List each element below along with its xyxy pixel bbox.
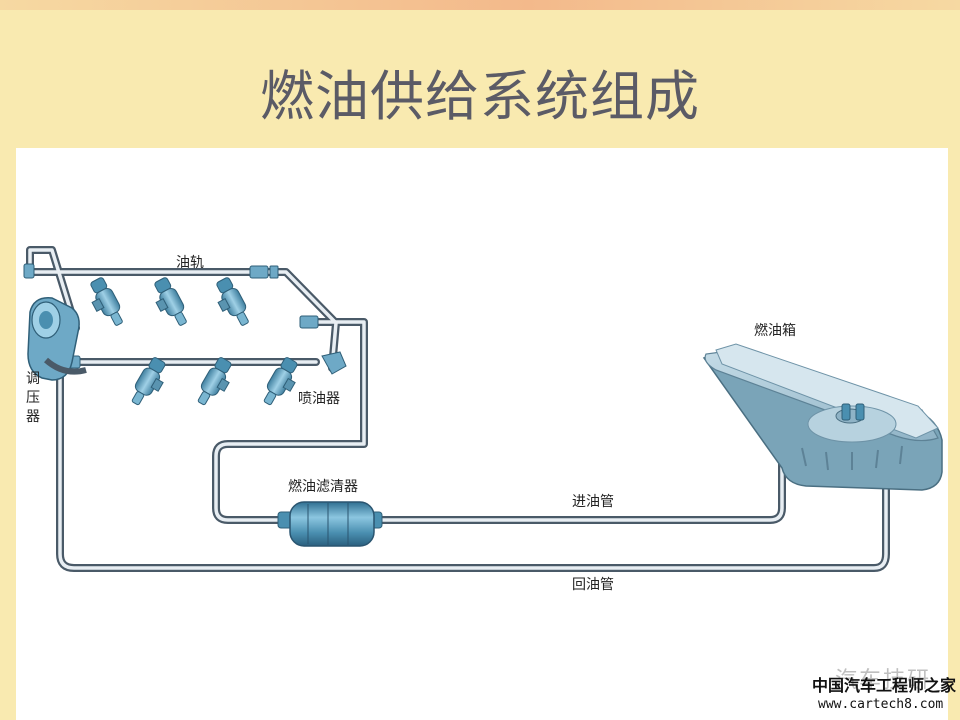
injector-upper-1 xyxy=(90,277,123,326)
label-supply-line: 进油管 xyxy=(572,494,614,510)
watermark-brand: 中国汽车工程师之家 xyxy=(812,676,957,695)
label-return-line: 回油管 xyxy=(572,577,614,593)
injector-lower-3 xyxy=(263,357,298,406)
diagram-panel: 油轨 调压器 喷油器 燃油箱 燃油滤清器 进油管 回油管 xyxy=(16,148,948,720)
injector-upper-2 xyxy=(154,277,187,326)
injector-lower-1 xyxy=(131,357,166,406)
fuel-filter xyxy=(277,501,383,547)
top-stripe xyxy=(0,0,960,10)
watermark-account: 汽车技研 xyxy=(835,668,932,693)
slide-title: 燃油供给系统组成 xyxy=(260,65,700,128)
label-fuel-rail: 油轨 xyxy=(176,255,204,271)
injector-lower-2 xyxy=(197,357,232,406)
pressure-regulator xyxy=(27,297,87,381)
label-pressure-regulator: 调压器 xyxy=(26,371,40,425)
fuel-tank xyxy=(702,343,943,491)
label-fuel-filter: 燃油滤清器 xyxy=(288,479,358,495)
label-injector: 喷油器 xyxy=(298,391,340,407)
label-fuel-tank: 燃油箱 xyxy=(754,323,796,339)
watermark-url: www.cartech8.com xyxy=(818,697,944,712)
injector-upper-3 xyxy=(216,277,249,326)
fuel-system-diagram xyxy=(23,246,943,572)
